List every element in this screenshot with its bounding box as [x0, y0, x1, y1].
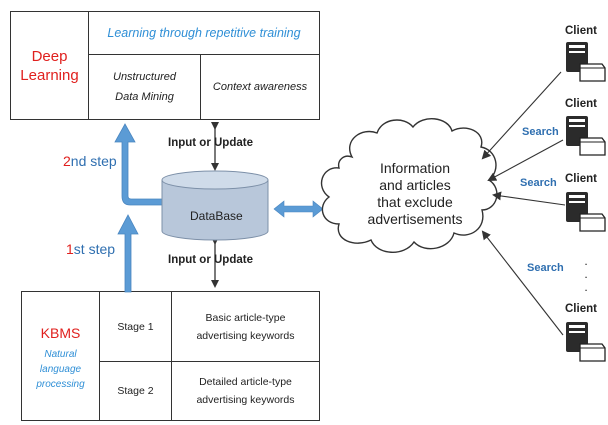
client-label-1: Client [565, 25, 597, 37]
client-computer-icon-3 [566, 192, 606, 232]
client-computer-icon-1 [566, 42, 606, 82]
deep-learning-title-cell: Deep Learning [11, 12, 89, 119]
search-label-1: Search [522, 126, 559, 138]
unstructured-line2: Data Mining [115, 91, 174, 103]
second-step-label: 2nd step [63, 153, 117, 169]
kbms-title: KBMS [40, 324, 81, 341]
second-step-number: 2 [63, 153, 71, 169]
stage1-cell: Stage 1 [100, 292, 172, 362]
deep-learning-subtitle-cell: Learning through repetitive training [89, 12, 319, 55]
stage1-desc-line1: Basic article-type [205, 311, 286, 324]
client-label-4: Client [565, 303, 597, 315]
context-awareness-label: Context awareness [212, 81, 308, 93]
stage2-label: Stage 2 [117, 385, 154, 397]
database-label: DataBase [190, 209, 243, 223]
stage2-desc-line2: advertising keywords [196, 394, 295, 406]
stage2-cell: Stage 2 [100, 362, 172, 420]
cloud-text-line2: and articles [379, 177, 451, 193]
unstructured-data-mining-cell: Unstructured Data Mining [89, 55, 201, 119]
db-cloud-double-arrow [273, 200, 324, 218]
cloud-text-line3: that exclude [377, 194, 453, 210]
unstructured-line1: Unstructured [113, 71, 176, 83]
second-step-arrow [114, 123, 171, 206]
first-step-label: 1st step [66, 241, 115, 257]
search-arrow-1 [481, 71, 562, 160]
db-top-label: Input or Update [168, 137, 253, 149]
client-computer-icon-2 [566, 116, 606, 156]
client-computer-icon-4 [566, 322, 606, 362]
kbms-title-cell: KBMS Natural language processing [22, 292, 100, 420]
first-step-arrow [117, 214, 139, 293]
deep-learning-title-line2: Learning [20, 66, 79, 84]
cloud-text: Information and articles that exclude ad… [345, 160, 485, 228]
client-label-3: Client [565, 173, 597, 185]
kbms-sub-line2: language [39, 363, 82, 375]
deep-learning-subtitle: Learning through repetitive training [107, 26, 301, 40]
second-step-text: nd step [70, 153, 117, 169]
stage1-desc-cell: Basic article-type advertising keywords [172, 292, 319, 362]
deep-learning-table: Deep Learning Learning through repetitiv… [10, 11, 320, 120]
context-awareness-cell: Context awareness [201, 55, 319, 119]
stage2-desc-line1: Detailed article-type [199, 376, 292, 388]
search-label-2: Search [520, 177, 557, 189]
first-step-text: st step [73, 241, 116, 257]
cloud-text-line4: advertisements [367, 211, 463, 227]
stage2-desc-cell: Detailed article-type advertising keywor… [172, 362, 319, 420]
ellipsis-dots: . . . [584, 254, 588, 294]
search-label-3: Search [527, 262, 564, 274]
stage1-label: Stage 1 [117, 320, 154, 333]
deep-learning-title-line1: Deep [31, 47, 68, 65]
search-arrow-3 [492, 191, 566, 206]
kbms-sub-line1: Natural [44, 348, 77, 360]
cloud-shape [320, 118, 498, 253]
database-cylinder [161, 170, 269, 241]
search-arrow-2 [487, 139, 564, 181]
kbms-table: KBMS Natural language processing Stage 1… [21, 291, 320, 421]
cloud-text-line1: Information [379, 160, 451, 176]
client-label-2: Client [565, 98, 597, 110]
stage1-desc-line2: advertising keywords [196, 329, 295, 342]
db-bottom-label: Input or Update [168, 254, 253, 266]
search-arrow-4 [481, 230, 564, 336]
kbms-sub-line3: processing [36, 378, 85, 390]
first-step-number: 1 [66, 241, 74, 257]
